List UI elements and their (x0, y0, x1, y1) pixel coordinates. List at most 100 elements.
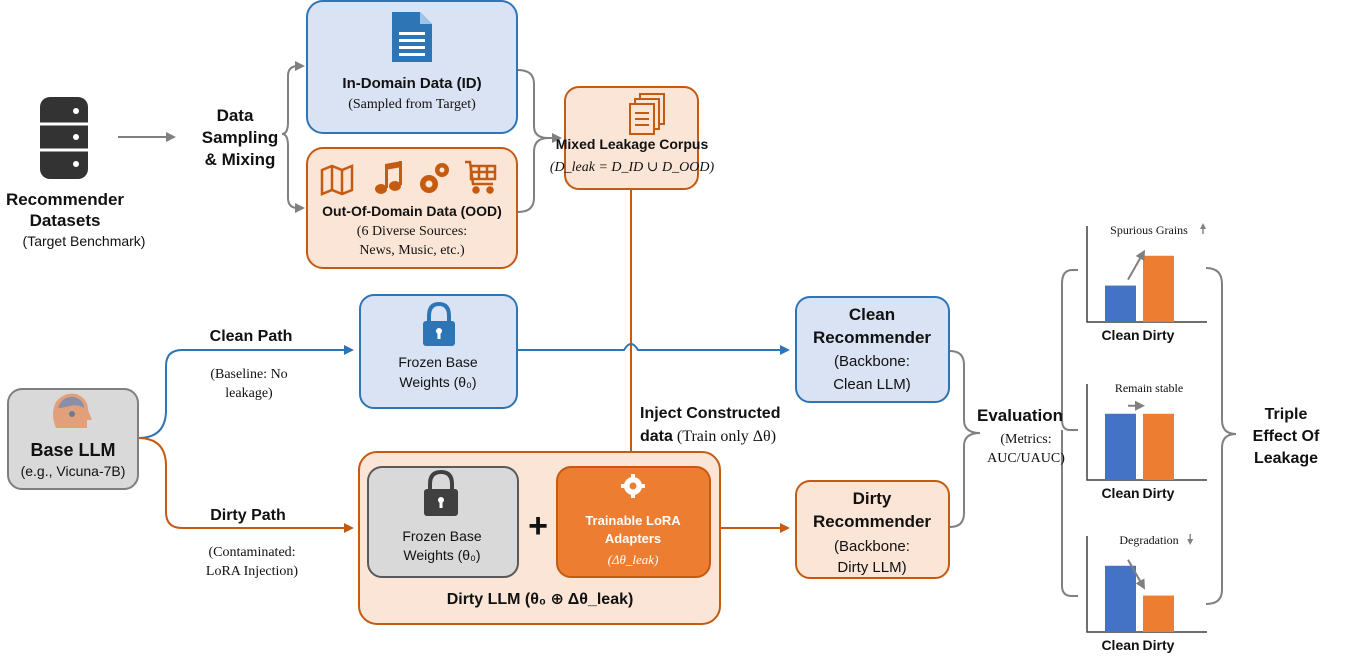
tick-label-dirty: Dirty (1143, 637, 1175, 653)
svg-text:Dirty LLM): Dirty LLM) (837, 559, 906, 576)
svg-text:& Mixing: & Mixing (205, 150, 276, 169)
triple-effect-label: Triple Effect Of Leakage (1253, 406, 1320, 467)
svg-text:Weights (θ₀): Weights (θ₀) (399, 374, 476, 390)
base-llm-box: Base LLM (e.g., Vicuna-7B) (7, 388, 139, 490)
mixed-title: Mixed Leakage Corpus (556, 136, 709, 152)
svg-text:Sampling: Sampling (202, 128, 279, 147)
tick-label-clean: Clean (1101, 327, 1139, 343)
out-domain-line2: News, Music, etc.) (359, 243, 465, 258)
datasets-title-line1: Recommender (6, 190, 124, 209)
svg-text:Trainable LoRA: Trainable LoRA (585, 513, 681, 528)
svg-text:Data: Data (217, 106, 254, 125)
bar-clean (1105, 285, 1136, 322)
brain-head-icon (53, 393, 92, 428)
datasets-subtitle: (Target Benchmark) (23, 233, 146, 249)
plus-sign: + (528, 507, 548, 545)
svg-text:(Backbone:: (Backbone: (834, 353, 910, 370)
bar-dirty (1143, 413, 1174, 480)
database-icon (40, 97, 88, 179)
frozen-weights-dirty: Frozen Base Weights (θ₀) (367, 466, 519, 578)
data-sampling-label: Data Sampling & Mixing (202, 106, 279, 169)
cart-icon (465, 160, 497, 194)
svg-text:Weights (θ₀): Weights (θ₀) (403, 547, 480, 563)
gears-icon (420, 163, 449, 193)
svg-text:Recommender: Recommender (813, 328, 931, 347)
out-domain-title: Out-Of-Domain Data (OOD) (322, 203, 502, 219)
svg-text:Dirty: Dirty (853, 489, 892, 508)
trend-arrowhead (1135, 578, 1145, 590)
trend-arrowhead (1135, 249, 1145, 261)
clean-path-label: Clean Path (Baseline: No leakage) (210, 328, 293, 401)
svg-text:Adapters: Adapters (605, 531, 661, 546)
inject-label: Inject Constructed data (Train only Δθ) (640, 405, 780, 445)
trend-down-icon (1187, 534, 1194, 545)
svg-text:Frozen Base: Frozen Base (402, 528, 482, 544)
svg-text:Clean: Clean (849, 305, 895, 324)
svg-text:(Backbone:: (Backbone: (834, 538, 910, 555)
chart-title: Spurious Grains (1110, 223, 1188, 237)
connectors (118, 61, 1237, 605)
svg-text:Leakage: Leakage (1254, 450, 1318, 467)
dirty-recommender-box: Dirty Recommender (Backbone: Dirty LLM) (795, 480, 950, 579)
base-llm-subtitle: (e.g., Vicuna-7B) (21, 463, 126, 479)
bar-clean (1105, 413, 1136, 480)
frozen-weights-clean: Frozen Base Weights (θ₀) (359, 294, 518, 409)
gear-icon (621, 474, 645, 498)
mixed-formula: (D_leak = D_ID ∪ D_OOD) (550, 160, 715, 175)
lock-icon (423, 301, 455, 346)
map-icon (320, 164, 354, 196)
svg-text:Effect Of: Effect Of (1253, 428, 1320, 445)
svg-text:Dirty Path: Dirty Path (210, 507, 286, 524)
svg-text:Evaluation: Evaluation (977, 406, 1063, 425)
clean-recommender-box: Clean Recommender (Backbone: Clean LLM) (795, 296, 950, 403)
bar-dirty (1143, 595, 1174, 632)
mixed-corpus-box: Mixed Leakage Corpus (D_leak = D_ID ∪ D_… (550, 86, 715, 190)
tick-label-dirty: Dirty (1143, 485, 1175, 501)
in-domain-box: In-Domain Data (ID) (Sampled from Target… (306, 0, 518, 134)
datasets-title-line2: Datasets (30, 211, 101, 230)
bar-clean (1105, 565, 1136, 632)
svg-text:(Contaminated:: (Contaminated: (208, 545, 295, 560)
trend-arrow (1127, 559, 1142, 584)
document-icon (392, 12, 432, 62)
out-domain-box: Out-Of-Domain Data (OOD) (6 Diverse Sour… (306, 147, 518, 269)
svg-text:(Baseline: No: (Baseline: No (210, 367, 287, 382)
trend-arrow (1127, 256, 1142, 281)
svg-text:(Δθ_leak): (Δθ_leak) (608, 552, 659, 567)
base-llm-title: Base LLM (30, 440, 115, 460)
svg-text:(Metrics:: (Metrics: (1000, 432, 1051, 447)
lora-adapters-box: Trainable LoRA Adapters (Δθ_leak) (556, 466, 711, 578)
tick-label-dirty: Dirty (1143, 327, 1175, 343)
chart-title: Degradation (1119, 533, 1178, 547)
in-domain-title: In-Domain Data (ID) (342, 75, 481, 92)
svg-text:LoRA Injection): LoRA Injection) (206, 564, 298, 579)
in-domain-subtitle: (Sampled from Target) (348, 97, 476, 112)
svg-text:Clean Path: Clean Path (210, 328, 293, 345)
lock-icon (424, 469, 458, 516)
out-domain-line1: (6 Diverse Sources: (357, 224, 467, 239)
svg-text:leakage): leakage) (225, 386, 273, 401)
svg-text:Recommender: Recommender (813, 512, 931, 531)
dirty-path-label: Dirty Path (Contaminated: LoRA Injection… (206, 507, 298, 579)
svg-text:Triple: Triple (1265, 406, 1308, 423)
tick-label-clean: Clean (1101, 485, 1139, 501)
evaluation-label: Evaluation (Metrics: AUC/UAUC) (977, 406, 1065, 466)
trend-arrowhead (1135, 400, 1145, 411)
music-note-icon (375, 161, 402, 194)
tick-label-clean: Clean (1101, 637, 1139, 653)
dirty-llm-box: Frozen Base Weights (θ₀) + Trainable LoR… (358, 451, 721, 625)
svg-text:AUC/UAUC): AUC/UAUC) (987, 451, 1065, 466)
chart-title: Remain stable (1115, 381, 1183, 395)
trend-up-icon (1200, 223, 1206, 234)
svg-text:Clean LLM): Clean LLM) (833, 376, 911, 393)
svg-text:Frozen Base: Frozen Base (398, 354, 478, 370)
recommender-datasets: Recommender Datasets (Target Benchmark) (6, 97, 146, 249)
dirty-llm-caption: Dirty LLM (θ₀ ⊕ Δθ_leak) (447, 591, 634, 608)
svg-text:data (Train only Δθ): data (Train only Δθ) (640, 428, 776, 445)
documents-stack-icon (629, 93, 665, 135)
bar-dirty (1143, 255, 1174, 322)
